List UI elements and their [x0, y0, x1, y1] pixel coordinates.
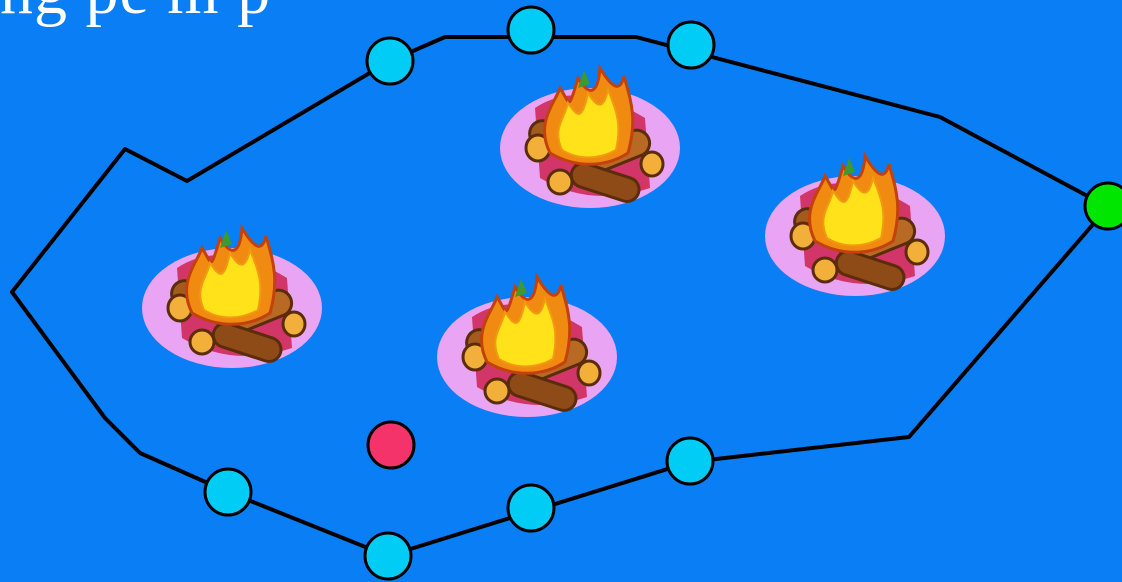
boundary-node — [203, 467, 253, 517]
boundary-node — [506, 5, 556, 55]
boundary-node — [365, 36, 415, 86]
boundary-node — [666, 20, 716, 70]
start-node — [1083, 181, 1122, 231]
interior-point — [366, 420, 416, 470]
boundary-node — [506, 483, 556, 533]
campfire-icon — [435, 275, 619, 419]
slide-title-fragment: ng pe m p — [0, 0, 271, 30]
boundary-node — [665, 436, 715, 486]
campfire-icon — [140, 226, 324, 370]
boundary-node — [363, 531, 413, 581]
campfire-icon — [498, 66, 682, 210]
campfire-icon — [763, 154, 947, 298]
